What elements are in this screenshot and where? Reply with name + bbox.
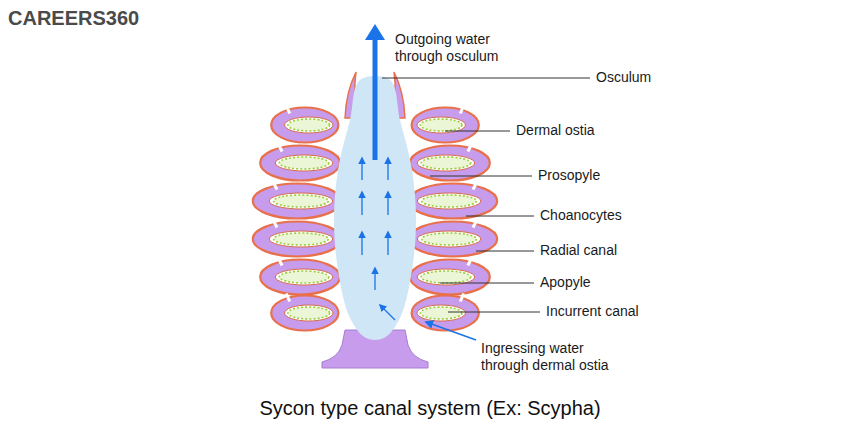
radial-lobe xyxy=(409,184,497,219)
radial-lobe xyxy=(260,260,340,295)
ostium xyxy=(468,258,472,266)
leader-line xyxy=(448,312,540,313)
radial-canal xyxy=(285,305,333,321)
radial-lobe xyxy=(271,296,338,331)
ostium xyxy=(473,220,477,228)
radial-lobe xyxy=(410,260,490,295)
choanocyte-layer xyxy=(422,195,477,207)
radial-lobe xyxy=(271,108,338,143)
radial-canal xyxy=(275,269,332,285)
flow-arrow xyxy=(361,158,362,180)
ostium xyxy=(468,144,472,152)
leader-line xyxy=(430,176,532,177)
flow-arrow xyxy=(380,305,395,320)
radial-canal xyxy=(417,305,465,321)
choanocyte-layer xyxy=(422,233,477,245)
radial-canal xyxy=(417,193,481,209)
radial-lobe xyxy=(410,146,490,181)
radial-lobe xyxy=(412,108,479,143)
choanocyte-layer xyxy=(421,271,470,283)
watermark: CAREERS360 xyxy=(8,6,139,30)
radial-canal xyxy=(285,117,333,133)
part-label: Dermal ostia xyxy=(516,122,595,139)
ostium xyxy=(460,294,463,302)
ostium xyxy=(273,182,277,190)
flow-arrow xyxy=(361,192,362,215)
part-label: Apopyle xyxy=(540,274,591,291)
radial-canal xyxy=(269,231,333,247)
flow-arrow xyxy=(361,232,362,255)
flow-arrow xyxy=(387,232,388,255)
choanocyte-layer xyxy=(274,233,329,245)
flow-arrow xyxy=(387,192,388,215)
ostium xyxy=(273,220,277,228)
choanocyte-layer xyxy=(420,119,462,131)
leader-line xyxy=(445,131,510,132)
radial-canal xyxy=(417,155,474,171)
leader-line xyxy=(466,216,534,217)
radial-canal xyxy=(269,193,333,209)
part-label: Choanocytes xyxy=(540,207,622,224)
leader-line xyxy=(382,78,590,79)
part-label: Ingressing water through dermal ostia xyxy=(481,340,631,374)
flow-arrow xyxy=(374,268,375,290)
radial-lobe xyxy=(253,184,341,219)
part-label: Radial canal xyxy=(540,242,617,259)
leader-line xyxy=(476,251,534,252)
leader-line xyxy=(440,283,534,284)
choanocyte-layer xyxy=(288,119,330,131)
choanocyte-layer xyxy=(274,195,329,207)
part-label: Outgoing water through osculum xyxy=(395,31,523,65)
choanocyte-layer xyxy=(421,157,470,169)
flow-arrow xyxy=(387,158,388,180)
radial-canal xyxy=(275,155,332,171)
outflow-arrowhead xyxy=(365,24,385,40)
radial-lobe xyxy=(260,146,340,181)
radial-canal xyxy=(417,231,481,247)
ostium xyxy=(460,106,463,114)
outflow-arrow xyxy=(373,38,378,160)
ostium xyxy=(286,294,289,302)
ostium xyxy=(286,106,289,114)
ostium xyxy=(278,258,282,266)
part-label: Prosopyle xyxy=(538,167,600,184)
part-label: Osculum xyxy=(596,69,651,86)
choanocyte-layer xyxy=(288,307,330,319)
ostium xyxy=(473,182,477,190)
ostium xyxy=(278,144,282,152)
choanocyte-layer xyxy=(420,307,462,319)
radial-lobe xyxy=(412,296,479,331)
caption: Sycon type canal system (Ex: Scypha) xyxy=(259,396,600,420)
choanocyte-layer xyxy=(279,271,328,283)
part-label: Incurrent canal xyxy=(546,303,639,320)
choanocyte-layer xyxy=(279,157,328,169)
inflow-arrow xyxy=(426,322,476,340)
radial-lobe xyxy=(253,222,341,257)
